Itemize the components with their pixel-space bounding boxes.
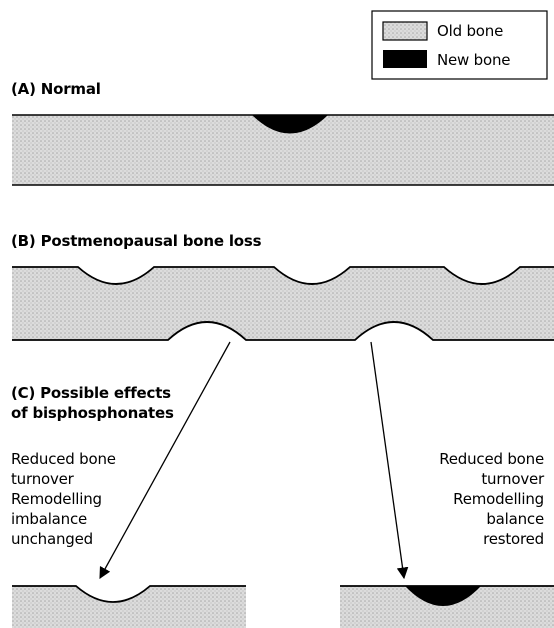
- panel-c-right-bone: [340, 586, 554, 628]
- old-bone-swatch: [383, 22, 427, 40]
- panel-c-left-bone: [12, 586, 246, 628]
- panel-c-title: (C) Possible effects of bisphosphonates: [11, 383, 174, 423]
- arrow-right: [371, 342, 404, 578]
- right-note-line: turnover: [439, 469, 544, 489]
- new-bone-swatch: [383, 50, 427, 68]
- legend-label-old-bone: Old bone: [437, 22, 503, 40]
- right-note: Reduced bone turnover Remodelling balanc…: [439, 449, 544, 549]
- left-note-line: Remodelling: [11, 489, 116, 509]
- left-note-line: unchanged: [11, 529, 116, 549]
- panel-b-bone: [12, 267, 554, 340]
- arrow-left: [100, 342, 230, 578]
- right-note-line: Reduced bone: [439, 449, 544, 469]
- left-note-line: turnover: [11, 469, 116, 489]
- panel-a-bone: [12, 115, 554, 185]
- left-note-line: imbalance: [11, 509, 116, 529]
- left-note: Reduced bone turnover Remodelling imbala…: [11, 449, 116, 549]
- right-note-line: Remodelling: [439, 489, 544, 509]
- right-note-line: restored: [439, 529, 544, 549]
- panel-c-title-line: (C) Possible effects: [11, 383, 174, 403]
- legend-label-new-bone: New bone: [437, 51, 510, 69]
- left-note-line: Reduced bone: [11, 449, 116, 469]
- panel-b-title: (B) Postmenopausal bone loss: [11, 231, 261, 251]
- panel-a-title: (A) Normal: [11, 79, 101, 99]
- right-note-line: balance: [439, 509, 544, 529]
- panel-c-title-line: of bisphosphonates: [11, 403, 174, 423]
